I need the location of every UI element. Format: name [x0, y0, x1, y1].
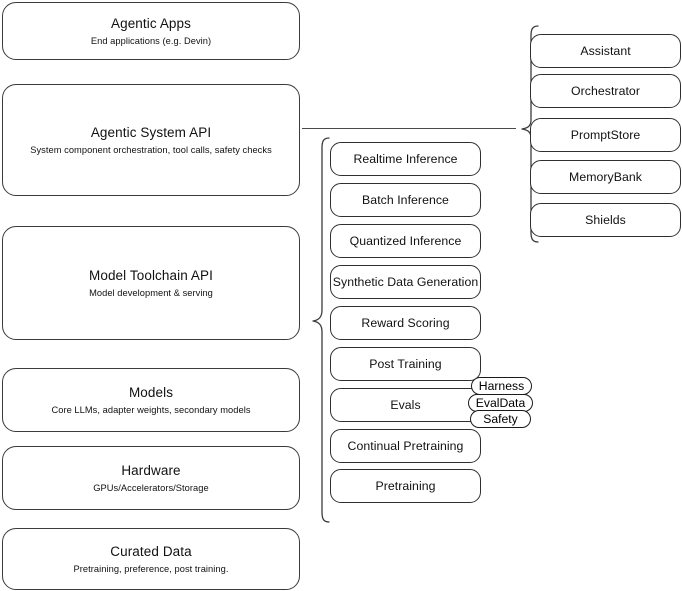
toolchain-item-post-training[interactable]: Post Training	[330, 347, 481, 381]
system-component-shields[interactable]: Shields	[530, 203, 681, 237]
layer-title: Models	[128, 384, 174, 400]
layer-subtitle: System component orchestration, tool cal…	[30, 144, 272, 155]
toolchain-item-label: Reward Scoring	[361, 316, 450, 330]
toolchain-item-label: Quantized Inference	[349, 234, 462, 248]
evals-tag-safety[interactable]: Safety	[470, 410, 531, 428]
system-component-label: Shields	[585, 213, 626, 227]
toolchain-item-label: Pretraining	[375, 479, 436, 493]
layer-box-hardware[interactable]: Hardware GPUs/Accelerators/Storage	[2, 446, 300, 510]
toolchain-item-evals[interactable]: Evals	[330, 388, 481, 422]
layer-box-curated-data[interactable]: Curated Data Pretraining, preference, po…	[2, 528, 300, 590]
toolchain-item-label: Evals	[390, 398, 421, 412]
layer-subtitle: End applications (e.g. Devin)	[90, 35, 212, 46]
layer-title: Agentic Apps	[110, 15, 191, 31]
layer-title: Agentic System API	[90, 124, 212, 140]
brace-model-toolchain	[312, 137, 330, 523]
toolchain-item-synthetic-data-generation[interactable]: Synthetic Data Generation	[330, 265, 481, 299]
system-component-label: Orchestrator	[571, 84, 640, 98]
layer-title: Model Toolchain API	[89, 267, 213, 283]
system-component-label: MemoryBank	[569, 170, 642, 184]
evals-tag-harness[interactable]: Harness	[471, 377, 532, 395]
system-component-label: Assistant	[580, 44, 631, 58]
layer-subtitle: Core LLMs, adapter weights, secondary mo…	[51, 404, 251, 415]
toolchain-item-batch-inference[interactable]: Batch Inference	[330, 183, 481, 217]
layer-subtitle: Model development & serving	[89, 287, 213, 298]
system-component-orchestrator[interactable]: Orchestrator	[530, 74, 681, 108]
evals-tag-label: Safety	[483, 412, 518, 426]
layer-box-models[interactable]: Models Core LLMs, adapter weights, secon…	[2, 368, 300, 432]
layer-box-agentic-system-api[interactable]: Agentic System API System component orch…	[2, 84, 300, 196]
toolchain-item-label: Synthetic Data Generation	[332, 275, 479, 289]
layer-title: Curated Data	[110, 543, 192, 559]
toolchain-item-label: Post Training	[369, 357, 442, 371]
layer-subtitle: GPUs/Accelerators/Storage	[93, 482, 209, 493]
layer-subtitle: Pretraining, preference, post training.	[73, 563, 229, 574]
toolchain-item-pretraining[interactable]: Pretraining	[330, 469, 481, 503]
toolchain-item-label: Continual Pretraining	[347, 439, 464, 453]
connector-system-api-to-components	[302, 128, 516, 130]
evals-tag-label: EvalData	[475, 396, 526, 410]
evals-tag-evaldata[interactable]: EvalData	[468, 394, 533, 412]
toolchain-item-label: Realtime Inference	[353, 152, 458, 166]
system-component-label: PromptStore	[570, 128, 641, 142]
toolchain-item-quantized-inference[interactable]: Quantized Inference	[330, 224, 481, 258]
system-component-memorybank[interactable]: MemoryBank	[530, 160, 681, 194]
layer-title: Hardware	[121, 462, 181, 478]
system-component-assistant[interactable]: Assistant	[530, 34, 681, 68]
layer-box-model-toolchain-api[interactable]: Model Toolchain API Model development & …	[2, 226, 300, 340]
toolchain-item-label: Batch Inference	[362, 193, 449, 207]
brace-agentic-system-components	[521, 25, 539, 243]
system-component-promptstore[interactable]: PromptStore	[530, 118, 681, 152]
layer-box-agentic-apps[interactable]: Agentic Apps End applications (e.g. Devi…	[2, 2, 300, 60]
toolchain-item-continual-pretraining[interactable]: Continual Pretraining	[330, 429, 481, 463]
toolchain-item-realtime-inference[interactable]: Realtime Inference	[330, 142, 481, 176]
evals-tag-label: Harness	[478, 379, 525, 393]
toolchain-item-reward-scoring[interactable]: Reward Scoring	[330, 306, 481, 340]
